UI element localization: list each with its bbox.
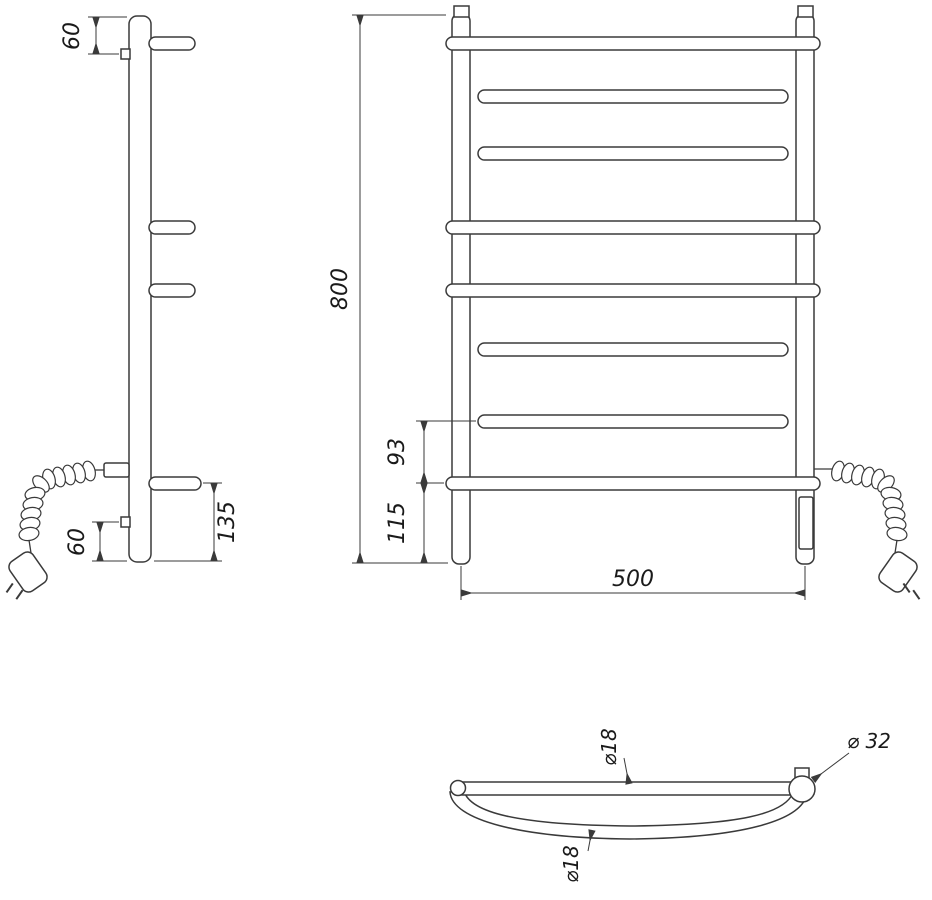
dim-bottom-gap: 115 (385, 483, 428, 563)
top-view (449, 767, 816, 840)
dim-side-bottom-offset: 60 (65, 521, 127, 562)
curved-rung-top-view (449, 790, 807, 840)
rung-3 (477, 146, 789, 161)
rung-2 (477, 89, 789, 104)
dim-800-label: 800 (328, 268, 353, 310)
dim-500-label: 500 (612, 567, 654, 592)
right-plug (878, 551, 921, 600)
front-view (445, 5, 821, 565)
dim-d18-bottom-label: ⌀18 (559, 845, 583, 883)
left-plug (5, 551, 48, 600)
left-power-cord (5, 460, 104, 600)
rung-1 (445, 36, 821, 51)
dim-93-label: 93 (385, 438, 410, 466)
rung-4 (445, 220, 821, 235)
dim-60-top-label: 60 (60, 22, 85, 50)
dim-front-height: 800 (328, 14, 448, 564)
rung-5 (445, 283, 821, 298)
side-rung-end-mid2 (148, 283, 196, 298)
rung-6 (477, 342, 789, 357)
right-power-cord (814, 460, 921, 600)
dim-side-bottom-section: 135 (154, 482, 240, 562)
straight-tube-top-view (455, 781, 805, 796)
wall-bracket-bottom (120, 516, 131, 528)
dim-115-label: 115 (385, 502, 410, 544)
dim-tube-dia-top: ⌀18 (597, 728, 633, 785)
side-view (103, 15, 202, 563)
heating-element-housing (798, 496, 814, 550)
cord-connector-left (103, 462, 130, 478)
dim-side-top-offset: 60 (60, 16, 127, 55)
left-end-cap (449, 779, 467, 797)
dim-collector-dia: ⌀ 32 (810, 729, 891, 783)
side-rung-end-top (148, 36, 196, 51)
dim-front-width: 500 (460, 566, 806, 600)
side-rung-end-bottom (148, 476, 202, 491)
dim-d32-label: ⌀ 32 (847, 729, 891, 753)
dim-rung-gap: 93 (385, 420, 476, 484)
left-cord-coil (18, 460, 96, 542)
front-post-left-cap (453, 5, 470, 18)
side-post (128, 15, 152, 563)
dim-tube-dia-curve: ⌀18 (559, 829, 596, 883)
front-post-right-cap (797, 5, 814, 18)
rung-8 (445, 476, 821, 491)
wall-bracket-top (120, 48, 131, 60)
dim-d18-top-label: ⌀18 (597, 728, 621, 766)
rung-7 (477, 414, 789, 429)
collector-tube (788, 775, 816, 803)
side-rung-end-mid1 (148, 220, 196, 235)
right-cord-coil (831, 460, 908, 542)
dim-135-label: 135 (215, 501, 240, 543)
dim-60-bottom-label: 60 (65, 528, 90, 556)
